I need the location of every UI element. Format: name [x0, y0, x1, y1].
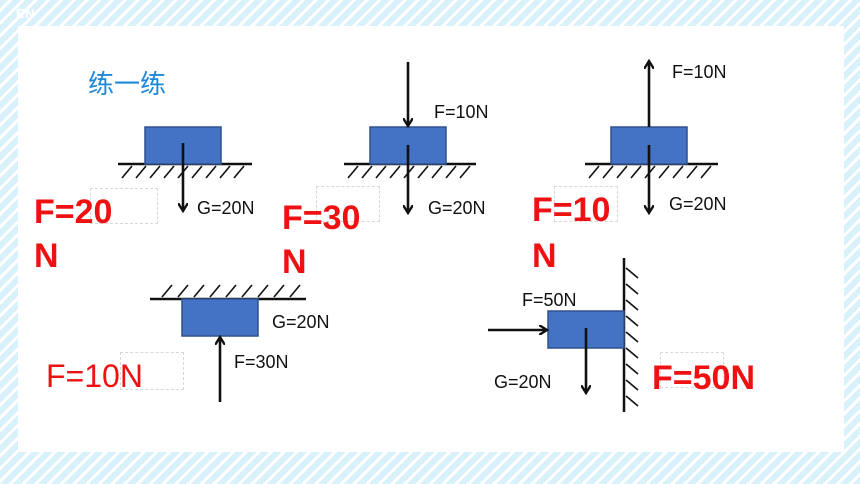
- weight-label: G=20N: [197, 198, 255, 218]
- weight-label: G=20N: [669, 194, 727, 214]
- block: [181, 298, 259, 337]
- answer-line2: N: [282, 243, 307, 281]
- content-card: [18, 26, 844, 452]
- exercise-title: 练一练: [88, 69, 167, 99]
- panel-5-diagram: [488, 258, 639, 412]
- answer-box: [316, 186, 380, 222]
- panel-3-diagram: [585, 62, 718, 212]
- panel-4-diagram: [150, 284, 306, 402]
- answer: F=50N: [652, 359, 755, 397]
- answer-box: [554, 186, 618, 222]
- weight-label: G=20N: [494, 372, 552, 392]
- answer-line1: F=10: [532, 191, 611, 229]
- answer-line2: N: [532, 237, 557, 275]
- force-label: F=10N: [672, 62, 727, 82]
- panel-1-diagram: [118, 126, 252, 210]
- corner-tag: EN: [16, 6, 36, 21]
- force-label: F=10N: [434, 102, 489, 122]
- ground-hatching: [588, 165, 712, 179]
- answer-line2: N: [34, 237, 59, 275]
- ceiling-hatching: [161, 284, 301, 298]
- force-label: F=30N: [234, 352, 289, 372]
- answer-box: [660, 352, 724, 388]
- weight-label: G=20N: [428, 198, 486, 218]
- answer-line1: F=30: [282, 199, 361, 237]
- answer: F=10N: [46, 358, 143, 394]
- answer-line1: F=20: [34, 193, 113, 231]
- panel-2-diagram: [344, 62, 476, 212]
- ground-hatching: [347, 165, 471, 179]
- ground-hatching: [121, 165, 245, 179]
- wall-hatching: [625, 267, 639, 407]
- answer-box: [90, 188, 158, 224]
- force-label: F=50N: [522, 290, 577, 310]
- answer-box: [120, 352, 184, 390]
- weight-label: G=20N: [272, 312, 330, 332]
